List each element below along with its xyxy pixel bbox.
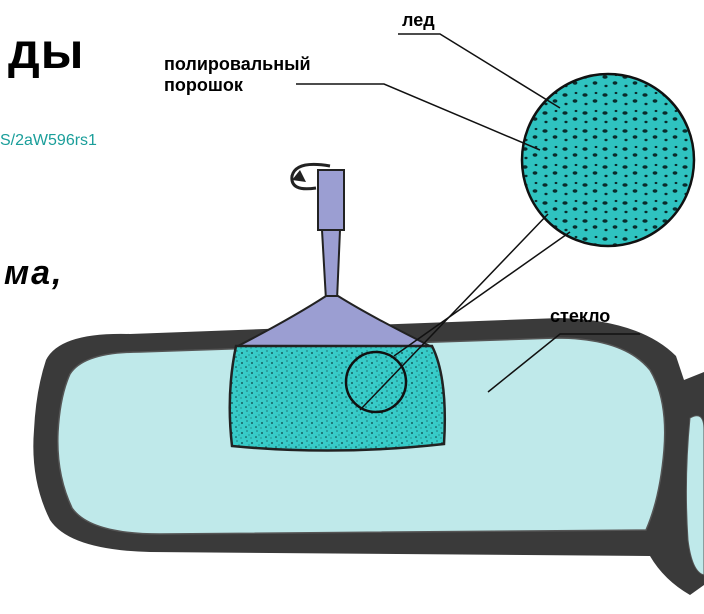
- italic-text-fragment: ма,: [4, 254, 64, 293]
- label-powder-line2: порошок: [164, 75, 311, 96]
- leader-ice: [398, 34, 560, 108]
- label-glass: стекло: [550, 306, 610, 327]
- label-polishing-powder: полировальный порошок: [164, 54, 311, 96]
- label-powder-line1: полировальный: [164, 54, 311, 75]
- leader-powder: [296, 84, 540, 150]
- title-fragment: ды: [8, 22, 84, 80]
- label-ice: лед: [402, 10, 435, 31]
- polishing-tool: [230, 346, 445, 451]
- spindle: [292, 164, 344, 300]
- link-fragment[interactable]: S/2aW596rs1: [0, 132, 97, 150]
- polishing-tool-top: [238, 296, 430, 346]
